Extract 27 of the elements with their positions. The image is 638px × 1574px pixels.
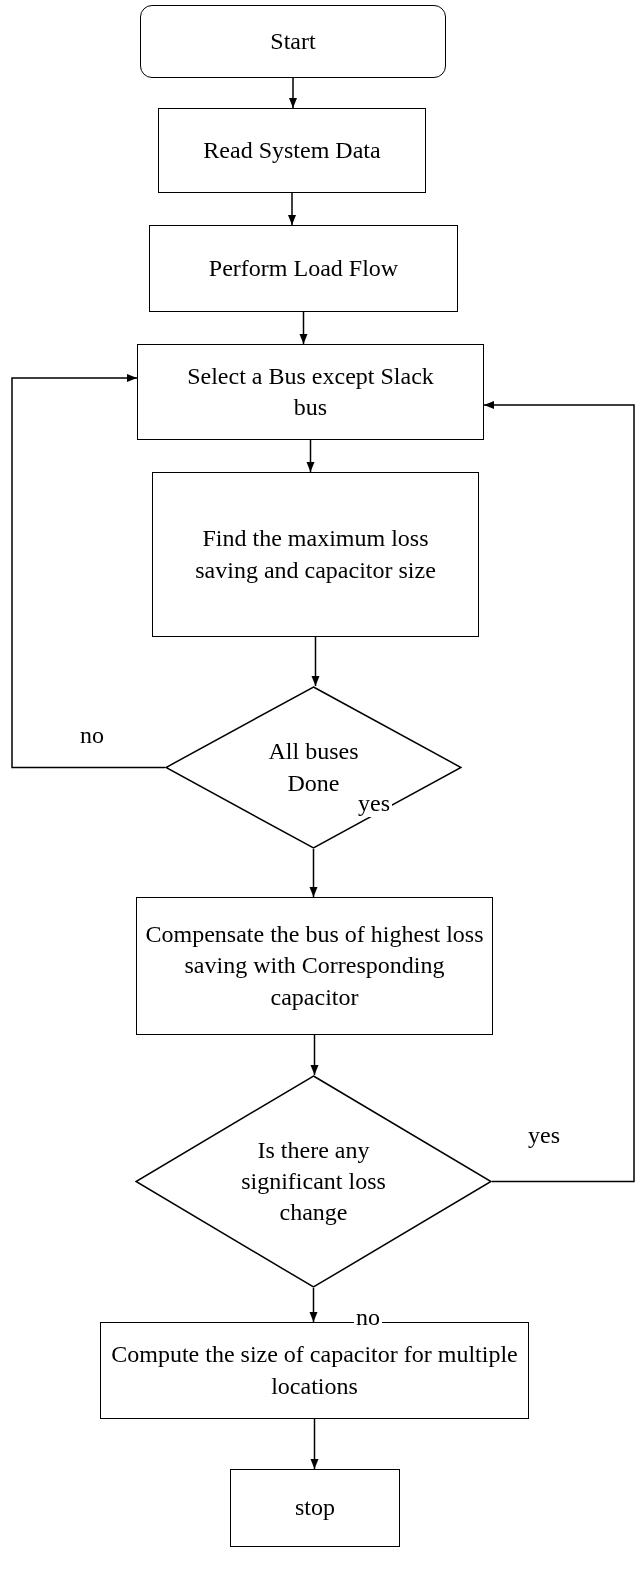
node-text: Compensate the bus of highest loss saving with Corresponding capacitor <box>144 920 485 1012</box>
process-box <box>152 472 479 637</box>
process-box <box>136 897 493 1035</box>
arrow <box>11 374 166 769</box>
arrow <box>299 311 308 345</box>
node-text: Compute the size of capacitor for multiple locations <box>110 1340 519 1401</box>
node-text: Perform Load Flow <box>208 253 399 283</box>
node-text: Is there any significant loss change <box>240 1135 387 1228</box>
arrow <box>310 1034 319 1076</box>
process-box <box>149 225 458 312</box>
arrow <box>309 848 318 898</box>
arrow <box>483 401 635 1183</box>
node-text: stop <box>295 1493 335 1523</box>
terminal-box <box>140 5 446 78</box>
process-box <box>230 1469 400 1547</box>
arrow <box>309 1287 318 1323</box>
node-text: Read System Data <box>203 135 381 165</box>
node-text: Find the maximum loss saving and capacitor size <box>194 524 437 585</box>
arrow <box>289 77 297 109</box>
process-box <box>158 108 426 193</box>
node-text: Select a Bus except Slack bus <box>186 361 435 422</box>
arrow <box>310 1418 319 1470</box>
arrow <box>288 192 296 226</box>
arrow <box>311 636 320 687</box>
arrow <box>306 439 315 473</box>
node-text: Start <box>270 26 316 56</box>
process-box <box>137 344 484 440</box>
